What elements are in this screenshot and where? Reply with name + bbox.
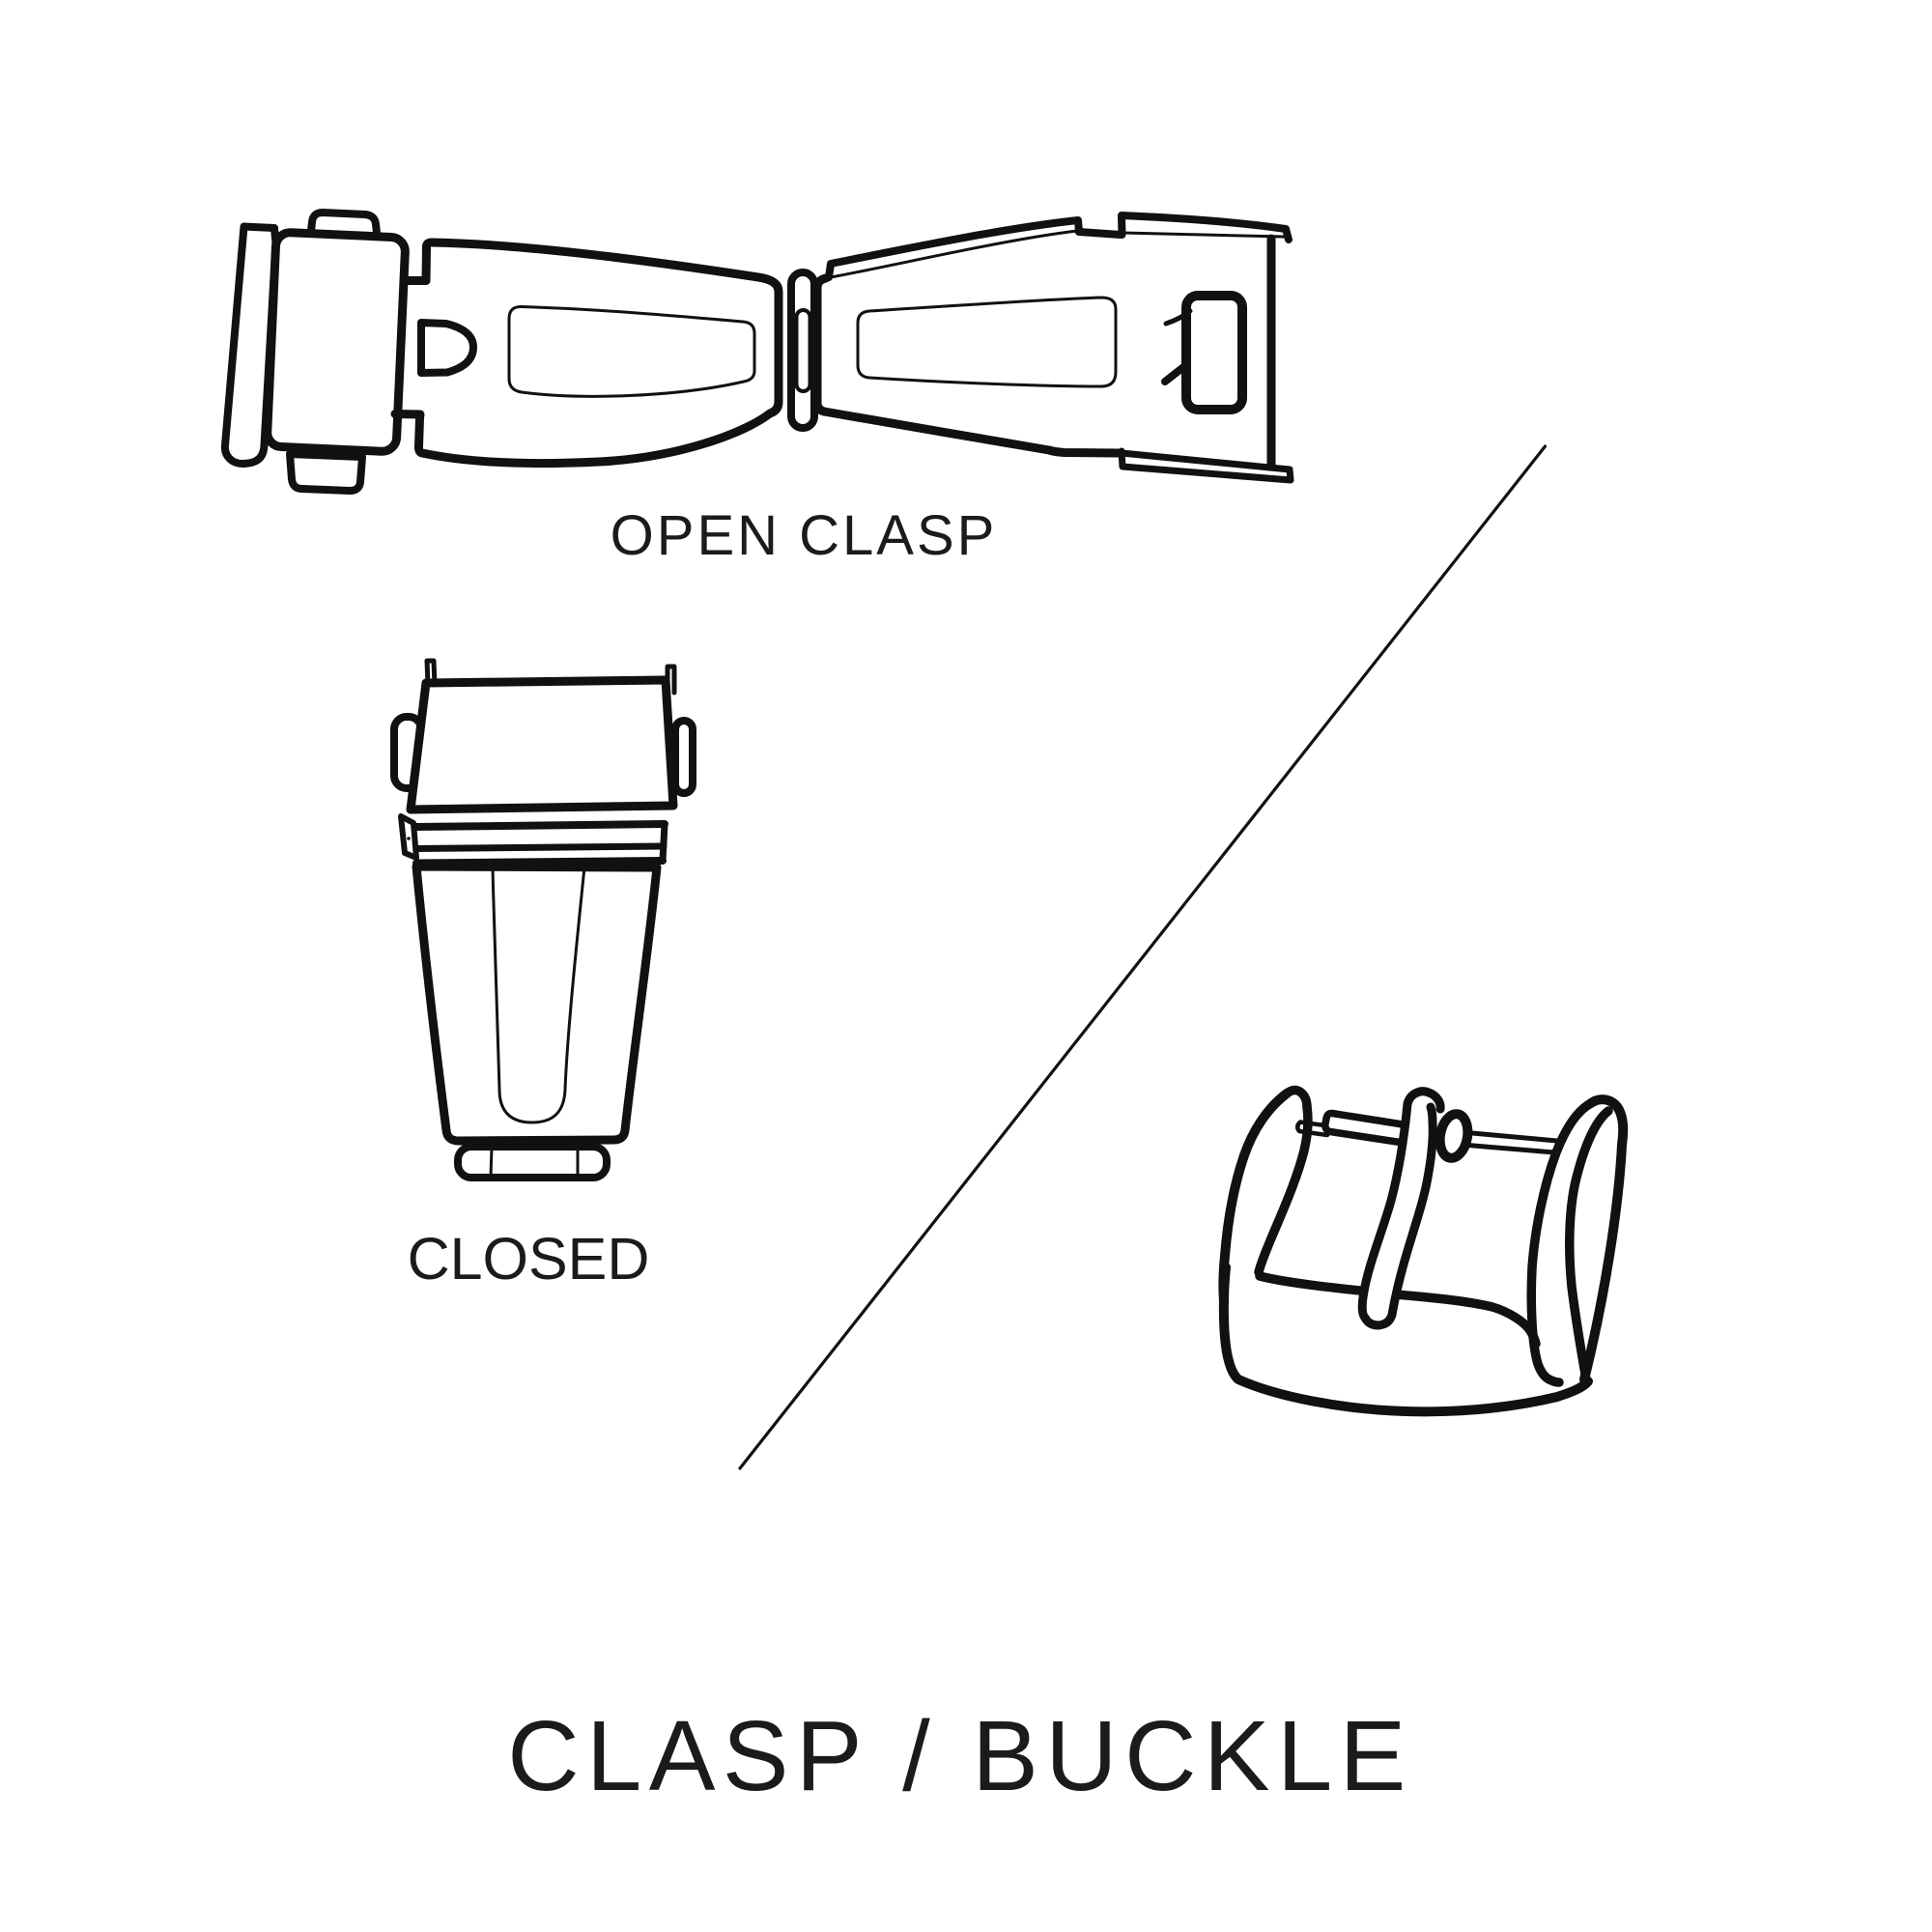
svg-text:OPEN CLASP: OPEN CLASP [611,504,998,567]
svg-text:CLOSED: CLOSED [408,1226,650,1292]
svg-text:CLASP / BUCKLE: CLASP / BUCKLE [507,1700,1413,1811]
